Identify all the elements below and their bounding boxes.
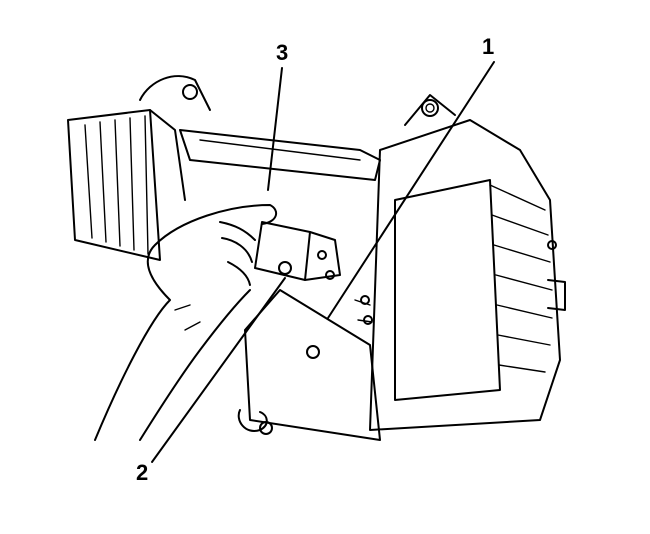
callout-3: 3 [276, 40, 289, 65]
callout-1: 1 [482, 34, 495, 59]
callout-2: 2 [136, 460, 149, 485]
